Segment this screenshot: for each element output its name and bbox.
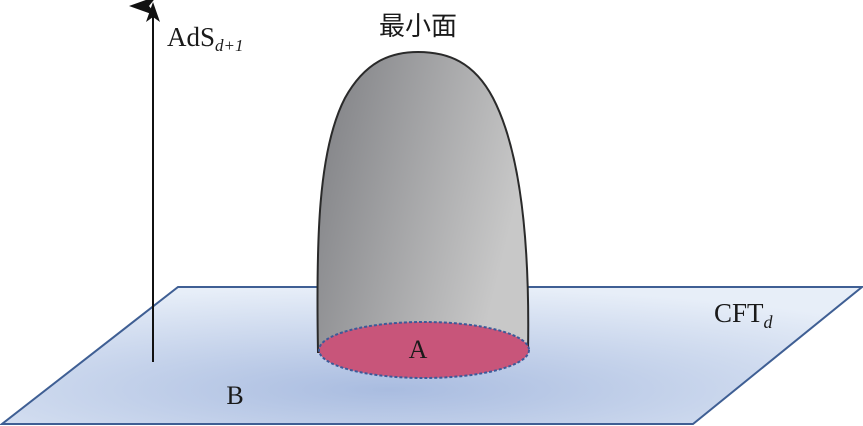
- ads-axis-arrowhead: [146, 2, 160, 22]
- axis-label: AdSd+1: [167, 22, 244, 55]
- region-a-ellipse: [318, 321, 530, 379]
- region-a-label: A: [409, 335, 428, 364]
- boundary-label-sub: d: [764, 312, 774, 332]
- boundary-label: CFTd: [714, 298, 774, 332]
- minimal-surface: [316, 50, 530, 353]
- axis-label-sub: d+1: [215, 36, 243, 55]
- surface-label: 最小面: [379, 12, 457, 42]
- boundary-label-main: CFT: [714, 298, 764, 328]
- region-b-label: B: [226, 381, 243, 410]
- axis-label-main: AdS: [167, 22, 215, 52]
